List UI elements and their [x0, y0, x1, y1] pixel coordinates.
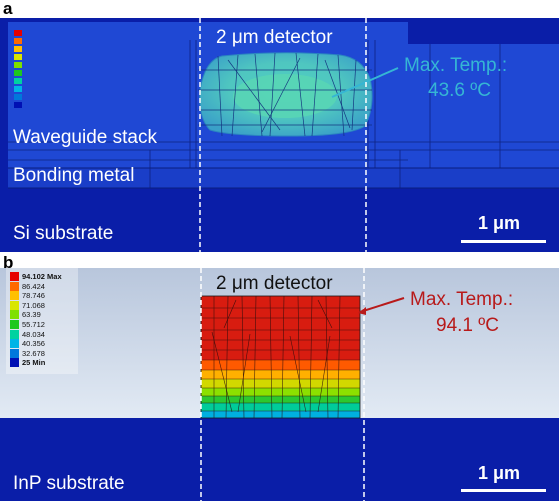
max-temp-label-a: Max. Temp.:: [404, 55, 508, 76]
panel-a: a 2 μm detector Max. Temp.: 43.6 ºC Wave…: [0, 0, 559, 252]
legend-swatch: [10, 339, 19, 349]
legend-swatch: [10, 310, 19, 320]
legend-label: 71.068: [22, 300, 45, 310]
panel-a-simulation: [0, 18, 559, 252]
legend-swatch: [10, 272, 19, 281]
legend-swatch: [10, 348, 19, 358]
legend-swatch: [10, 300, 19, 310]
hot-spot: [233, 74, 337, 118]
panel-a-letter: a: [3, 0, 13, 18]
bonding-metal-region: [8, 168, 559, 188]
max-temp-value-a: 43.6 ºC: [428, 80, 491, 101]
legend-label: 25 Min: [22, 358, 46, 368]
bonding-metal-label: Bonding metal: [13, 165, 135, 186]
scale-bar-b: [461, 489, 546, 492]
legend-label: 78.746: [22, 291, 45, 301]
scale-bar-a: [461, 240, 546, 243]
legend-swatch: [10, 291, 19, 301]
legend-label: 55.712: [22, 320, 45, 329]
panel-b-simulation: [0, 252, 559, 501]
panel-a-legend: [14, 30, 22, 108]
inp-substrate-label: InP substrate: [13, 473, 125, 494]
legend-swatch: [10, 358, 19, 368]
legend-label: 32.678: [22, 348, 45, 358]
max-temp-label-b: Max. Temp.:: [410, 289, 514, 310]
legend-swatch: [10, 320, 19, 329]
detector-stack: [201, 296, 360, 418]
panel-b-letter: b: [3, 253, 14, 272]
max-arrow: [331, 67, 399, 98]
max-arrow-b: [359, 297, 405, 313]
detector-label-a: 2 μm detector: [216, 27, 333, 48]
legend-label: 86.424: [22, 281, 45, 291]
scale-label-b: 1 μm: [478, 463, 521, 483]
max-temp-value-b: 94.1 ºC: [436, 315, 499, 336]
panel-b: b 2 μm detector Max. Temp.: 94.1 ºC InP …: [0, 252, 559, 501]
detector-label-b: 2 μm detector: [216, 273, 333, 294]
si-substrate-label: Si substrate: [13, 223, 114, 244]
waveguide-stack-label: Waveguide stack: [13, 127, 157, 148]
legend-label: 94.102 Max: [22, 272, 62, 281]
legend-label: 40.356: [22, 339, 45, 349]
legend-swatch: [10, 281, 19, 291]
legend-label: 63.39: [22, 310, 41, 320]
scale-label-a: 1 μm: [478, 213, 521, 233]
legend-label: 48.034: [22, 329, 45, 339]
legend-swatch: [10, 329, 19, 339]
inp-substrate-region: [0, 418, 559, 501]
